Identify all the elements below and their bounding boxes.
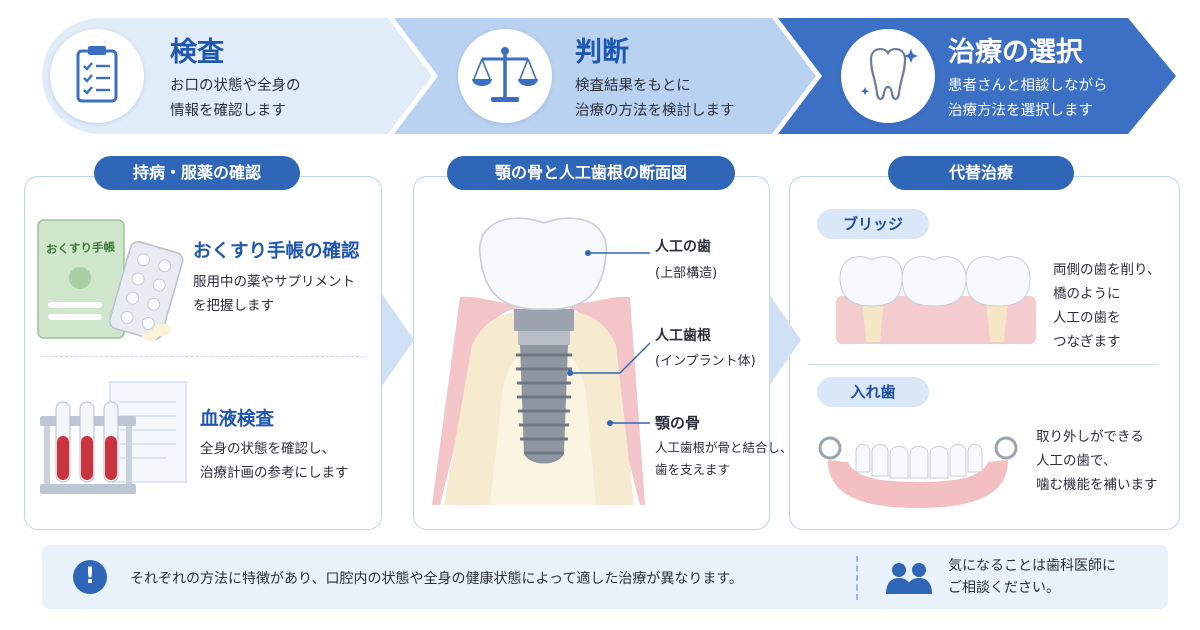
label-crown: 人工の歯 <box>655 239 711 255</box>
left-panel-title: 持病・服薬の確認 <box>94 156 300 190</box>
left-panel-divider <box>40 356 364 357</box>
step1-desc: お口の状態や全身の 情報を確認します <box>170 78 301 119</box>
blood-test-heading: 血液検査 <box>200 409 275 430</box>
bridge-label: ブリッジ <box>817 209 929 239</box>
label-crown-sub: (上部構造) <box>655 266 718 281</box>
notebook-label: おくすり手帳 <box>45 239 116 257</box>
bridge-illustration <box>836 256 1036 344</box>
clipboard-icon <box>76 46 118 103</box>
chevron-right-icon <box>382 294 414 386</box>
step2-desc: 検査結果をもとに 治療の方法を検討します <box>575 78 735 119</box>
implant-screw <box>516 345 572 464</box>
step3-icon-circle <box>841 29 935 123</box>
label-jaw-bone-sub: 人工歯根が骨と結合し、 歯を支えます <box>655 440 793 477</box>
label-implant: 人工歯根 <box>655 328 711 344</box>
step2-icon-circle <box>458 29 552 123</box>
abutment-collar <box>514 309 574 331</box>
blood-test-illustration <box>40 381 187 494</box>
step1-icon-circle <box>50 29 144 123</box>
denture-label: 入れ歯 <box>817 377 929 407</box>
label-implant-sub: (インプラント体) <box>655 354 756 369</box>
medicine-notebook-illustration <box>37 219 184 341</box>
artificial-crown <box>479 217 607 310</box>
label-jaw-bone: 顎の骨 <box>655 414 701 432</box>
notebook-text: 服用中の薬やサプリメント を把握します <box>193 274 355 314</box>
step3-title: 治療の選択 <box>948 37 1083 68</box>
gum-shape <box>432 296 645 505</box>
bridge-text: 両側の歯を削り、 橋のように 人工の歯を つなぎます <box>1053 262 1161 350</box>
step1-title: 検査 <box>170 37 224 68</box>
scale-icon <box>472 47 538 102</box>
step2-title: 判断 <box>575 37 629 68</box>
denture-illustration <box>818 436 1018 508</box>
abutment <box>518 331 570 345</box>
label-leader-lines <box>567 250 651 426</box>
footer-note-box <box>42 545 1168 609</box>
right-panel-divider <box>808 364 1158 365</box>
notebook-heading: おくすり手帳の確認 <box>193 241 360 262</box>
blood-test-text: 全身の状態を確認し、 治療計画の参考にします <box>200 441 349 481</box>
center-panel-title: 顎の骨と人工歯根の断面図 <box>447 156 735 190</box>
footer-divider <box>856 556 858 600</box>
chevron-right-icon <box>769 294 801 386</box>
footer-consult: 気になることは歯科医師に ご相談ください。 <box>948 558 1116 596</box>
implant-cross-section <box>432 217 651 505</box>
footer-note: それぞれの方法に特徴があり、口腔内の状態や全身の健康状態によって適した治療が異な… <box>130 571 743 587</box>
right-panel-title: 代替治療 <box>888 156 1074 190</box>
exclamation-icon: ! <box>73 560 107 594</box>
step3-desc: 患者さんと相談しながら 治療方法を選択します <box>948 78 1108 119</box>
denture-text: 取り外しができる 人工の歯で、 噛む機能を補います <box>1036 429 1158 493</box>
tooth-icon <box>860 47 918 101</box>
people-icon <box>886 563 932 594</box>
